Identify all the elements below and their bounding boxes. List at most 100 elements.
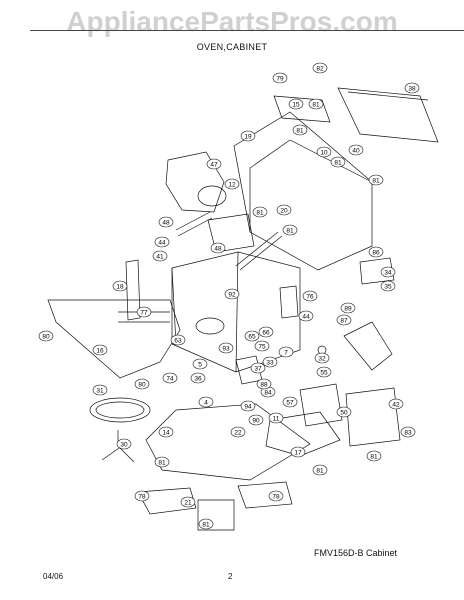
part-number-35: 35 [380, 280, 396, 292]
svg-text:83: 83 [404, 429, 412, 436]
part-number-81c: 81 [330, 156, 346, 168]
section-title: OVEN,CABINET [196, 42, 268, 52]
svg-text:81: 81 [158, 459, 166, 466]
svg-text:41: 41 [156, 253, 164, 260]
svg-text:50: 50 [340, 409, 348, 416]
svg-text:84: 84 [264, 389, 272, 396]
svg-text:88: 88 [260, 381, 268, 388]
svg-text:90: 90 [252, 417, 260, 424]
svg-text:92: 92 [228, 291, 236, 298]
svg-text:81: 81 [316, 467, 324, 474]
svg-text:89: 89 [344, 305, 352, 312]
part-number-79: 79 [272, 72, 288, 84]
svg-text:78: 78 [138, 493, 146, 500]
svg-text:63: 63 [174, 337, 182, 344]
control-board [343, 321, 393, 371]
blower-assembly [165, 151, 225, 213]
part-number-55: 55 [316, 366, 332, 378]
svg-text:14: 14 [162, 429, 170, 436]
side-post [125, 259, 141, 321]
svg-text:19: 19 [244, 133, 252, 140]
part-number-82: 82 [312, 62, 328, 74]
part-number-84: 84 [260, 386, 276, 398]
svg-text:11: 11 [273, 415, 280, 422]
part-number-30: 30 [116, 438, 132, 450]
svg-text:22: 22 [234, 429, 242, 436]
part-number-89: 89 [340, 302, 356, 314]
part-number-90: 90 [248, 414, 264, 426]
right-rail [235, 231, 283, 271]
foot-panel-left [137, 487, 197, 515]
part-number-74: 74 [162, 372, 178, 384]
svg-text:36: 36 [194, 375, 202, 382]
svg-text:86: 86 [372, 249, 380, 256]
air-duct [207, 213, 255, 253]
svg-text:81: 81 [334, 159, 342, 166]
part-number-80b: 80 [134, 378, 150, 390]
part-number-77: 77 [136, 306, 152, 318]
svg-text:81: 81 [286, 227, 294, 234]
svg-text:37: 37 [254, 365, 262, 372]
part-number-10: 10 [316, 146, 332, 158]
part-number-16: 16 [92, 344, 108, 356]
part-number-18: 18 [112, 280, 128, 292]
base-plate [145, 403, 311, 481]
part-number-7: 7 [278, 346, 294, 358]
watermark: AppliancePartsPros.com [66, 6, 398, 37]
left-rail [175, 211, 213, 237]
part-number-66: 66 [258, 326, 274, 338]
svg-text:77: 77 [140, 309, 148, 316]
svg-text:81: 81 [256, 209, 264, 216]
part-number-81f: 81 [282, 224, 298, 236]
svg-text:4: 4 [204, 399, 208, 406]
svg-text:40: 40 [352, 147, 360, 154]
svg-text:78: 78 [272, 493, 280, 500]
svg-text:20: 20 [280, 207, 288, 214]
svg-text:81: 81 [312, 101, 320, 108]
part-number-44b: 44 [298, 310, 314, 322]
svg-text:80: 80 [138, 381, 146, 388]
svg-text:17: 17 [294, 449, 302, 456]
front-frame [47, 299, 181, 379]
svg-text:75: 75 [258, 343, 266, 350]
svg-text:34: 34 [384, 269, 392, 276]
part-number-78b: 78 [268, 490, 284, 502]
svg-text:94: 94 [244, 403, 252, 410]
svg-text:38: 38 [408, 85, 416, 92]
part-number-41: 41 [152, 250, 168, 262]
svg-text:18: 18 [116, 283, 124, 290]
svg-text:79: 79 [276, 75, 284, 82]
part-number-22: 22 [230, 426, 246, 438]
part-number-40: 40 [348, 144, 364, 156]
shield-plate [345, 387, 401, 447]
svg-text:31: 31 [96, 387, 104, 394]
svg-text:87: 87 [340, 317, 348, 324]
part-number-81d: 81 [368, 174, 384, 186]
svg-text:15: 15 [292, 101, 300, 108]
part-number-83: 83 [400, 426, 416, 438]
svg-text:80: 80 [42, 333, 50, 340]
part-number-5: 5 [192, 358, 208, 370]
part-number-50: 50 [336, 406, 352, 418]
sensor-bracket [279, 285, 299, 319]
fan-motor [197, 185, 227, 207]
svg-text:12: 12 [228, 181, 236, 188]
svg-text:65: 65 [248, 333, 256, 340]
part-number-34: 34 [380, 266, 396, 278]
part-number-20: 20 [276, 204, 292, 216]
part-number-81b: 81 [292, 124, 308, 136]
part-number-81e: 81 [252, 206, 268, 218]
part-number-48: 48 [158, 216, 174, 228]
part-number-81g: 81 [154, 456, 170, 468]
svg-text:30: 30 [120, 441, 128, 448]
part-number-31: 31 [92, 384, 108, 396]
part-number-44: 44 [154, 236, 170, 248]
part-number-87: 87 [336, 314, 352, 326]
svg-text:42: 42 [392, 401, 400, 408]
svg-text:47: 47 [210, 161, 218, 168]
top-vent-panel [337, 87, 439, 143]
foot-panel-right [237, 481, 293, 509]
turntable-ring [89, 397, 151, 423]
part-number-81j: 81 [198, 518, 214, 530]
